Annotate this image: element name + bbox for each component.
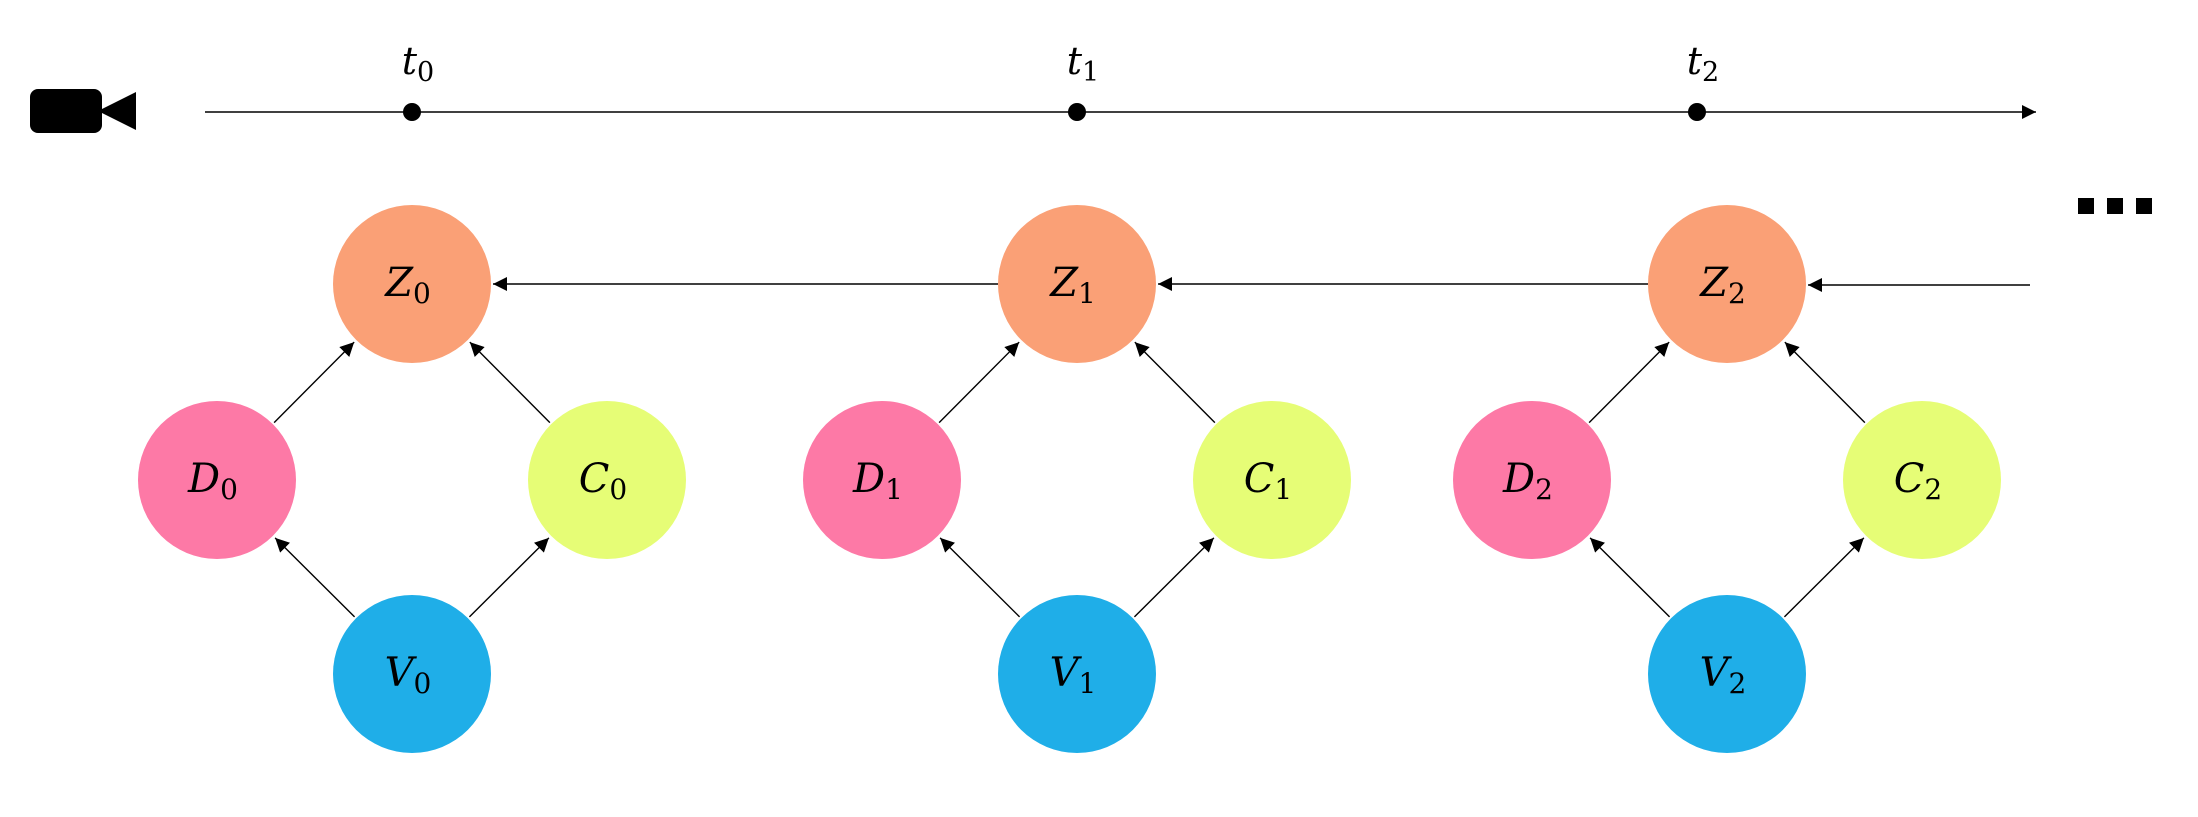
node-label: Z1: [1048, 260, 1096, 310]
node-circle: [333, 595, 491, 753]
node-label-subscript: 2: [1728, 277, 1746, 310]
node-label-main: D: [1502, 456, 1535, 502]
timeline-tick-dot: [403, 103, 421, 121]
edge-d-to-z: [273, 341, 355, 424]
edge-v-to-c: [1783, 537, 1865, 618]
node-label: D0: [187, 456, 238, 506]
node-label-main: D: [187, 456, 220, 502]
timeline-tick-label-main: t: [402, 39, 418, 83]
timeline-tick-label-main: t: [1687, 39, 1703, 83]
node-d-0: D0: [138, 401, 296, 559]
node-circle: [1453, 401, 1611, 559]
node-label: D2: [1502, 456, 1553, 506]
node-c-0: C0: [528, 401, 686, 559]
node-v-2: V2: [1648, 595, 1806, 753]
node-z-1: Z1: [998, 205, 1156, 363]
node-label: Z2: [1698, 260, 1746, 310]
node-label-main: V: [1700, 650, 1733, 696]
node-circle: [1648, 595, 1806, 753]
node-label: C2: [1894, 456, 1942, 506]
node-label: C0: [579, 456, 627, 506]
node-label-subscript: 1: [1078, 277, 1096, 310]
node-label-subscript: 0: [414, 667, 432, 700]
node-circle: [998, 595, 1156, 753]
node-d-1: D1: [803, 401, 961, 559]
node-c-2: C2: [1843, 401, 2001, 559]
node-label-main: Z: [1698, 260, 1729, 306]
node-label-subscript: 2: [1535, 473, 1553, 506]
edge-c-to-z: [469, 341, 551, 424]
timeline-tick-dot: [1068, 103, 1086, 121]
timeline-tick-label: t2: [1687, 39, 1719, 88]
node-circle: [998, 205, 1156, 363]
node-label-main: V: [385, 650, 418, 696]
node-label-subscript: 0: [220, 473, 238, 506]
node-label-subscript: 1: [885, 473, 903, 506]
node-z-0: Z0: [333, 205, 491, 363]
timeline-tick-label: t0: [402, 39, 434, 88]
edge-v-to-c: [1133, 537, 1215, 618]
ellipsis-icon: [2078, 198, 2152, 214]
timeline-tick-label-subscript: 0: [417, 57, 434, 88]
node-label-main: V: [1050, 650, 1083, 696]
node-label-subscript: 1: [1079, 667, 1097, 700]
node-label-subscript: 1: [1274, 473, 1292, 506]
timeline-tick-dot: [1688, 103, 1706, 121]
node-label: V0: [385, 650, 432, 700]
node-label: V1: [1050, 650, 1097, 700]
node-circle: [138, 401, 296, 559]
edge-v-to-d: [274, 537, 356, 618]
edge-c-to-z: [1134, 341, 1216, 424]
timeline-tick-label-subscript: 1: [1082, 57, 1099, 88]
node-circle: [1193, 401, 1351, 559]
node-d-2: D2: [1453, 401, 1611, 559]
node-label: V2: [1700, 650, 1747, 700]
node-v-1: V1: [998, 595, 1156, 753]
node-c-1: C1: [1193, 401, 1351, 559]
node-label-main: Z: [383, 260, 414, 306]
node-circle: [333, 205, 491, 363]
node-z-2: Z2: [1648, 205, 1806, 363]
node-label: C1: [1244, 456, 1292, 506]
node-label-subscript: 0: [413, 277, 431, 310]
node-label-main: D: [852, 456, 885, 502]
edge-v-to-c: [468, 537, 550, 618]
node-circle: [1648, 205, 1806, 363]
node-circle: [1843, 401, 2001, 559]
node-label-subscript: 2: [1924, 473, 1942, 506]
node-label-main: C: [1244, 456, 1275, 502]
node-label-main: C: [1894, 456, 1925, 502]
node-label-main: Z: [1048, 260, 1079, 306]
node-label-subscript: 2: [1729, 667, 1747, 700]
node-label-subscript: 0: [609, 473, 627, 506]
timeline-tick-label: t1: [1067, 39, 1099, 88]
video-camera-icon: [30, 89, 136, 133]
timeline-tick-label-main: t: [1067, 39, 1083, 83]
node-label-main: C: [579, 456, 610, 502]
edge-v-to-d: [1589, 537, 1671, 618]
timeline-tick-label-subscript: 2: [1702, 57, 1719, 88]
node-v-0: V0: [333, 595, 491, 753]
node-label: D1: [852, 456, 903, 506]
node-label: Z0: [383, 260, 431, 310]
edge-v-to-d: [939, 537, 1021, 618]
node-circle: [803, 401, 961, 559]
edge-d-to-z: [938, 341, 1020, 424]
edge-d-to-z: [1588, 341, 1670, 424]
edge-c-to-z: [1784, 341, 1866, 424]
edges: [273, 277, 2030, 618]
node-circle: [528, 401, 686, 559]
